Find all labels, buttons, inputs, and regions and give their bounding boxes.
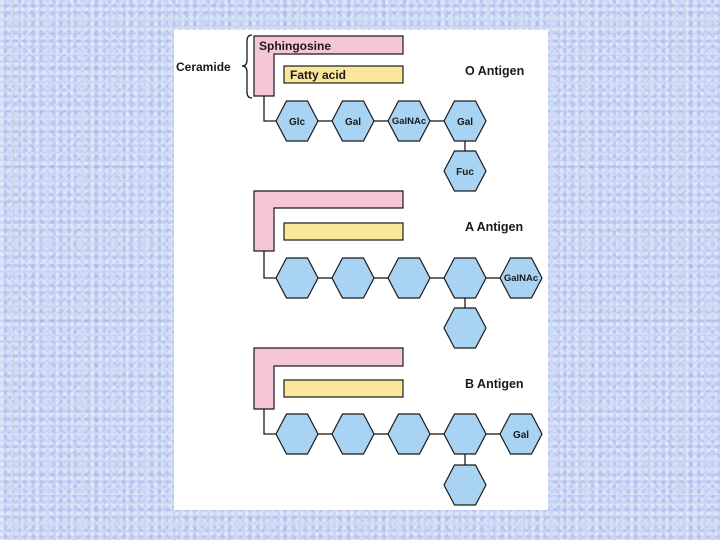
sugar-hexagon	[387, 413, 431, 455]
a-antigen-structure: A Antigen GalNAc	[253, 190, 543, 349]
sugar-galnac	[499, 257, 543, 299]
sugar-hexagon	[275, 413, 319, 455]
sugar-gal	[443, 100, 487, 142]
sugar-label: Fuc	[456, 167, 474, 178]
sugar-label: Gal	[513, 430, 529, 441]
sugar-label: Gal	[345, 117, 361, 128]
antigen-diagram: Ceramide Sphingosine Fatty acid O Antige…	[176, 34, 543, 506]
sugar-gal	[331, 100, 375, 142]
sugar-hexagon	[275, 257, 319, 299]
sugar-hexagon	[443, 307, 487, 349]
antigen-title: O Antigen	[465, 64, 524, 78]
fatty-acid-bar	[283, 379, 404, 398]
ceramide-brace	[241, 34, 253, 99]
sugar-label: GalNAc	[392, 116, 426, 127]
sugar-hexagon	[387, 257, 431, 299]
ceramide-label: Ceramide	[176, 60, 231, 74]
fatty-acid-bar	[283, 222, 404, 241]
antigen-title: B Antigen	[465, 377, 524, 391]
sugar-glc	[275, 100, 319, 142]
sugar-hexagon	[443, 413, 487, 455]
sugar-label: Glc	[289, 117, 306, 128]
sugar-gal	[499, 413, 543, 455]
sphingosine-bar	[253, 35, 404, 97]
sugar-hexagon	[443, 464, 487, 506]
antigen-title: A Antigen	[465, 220, 523, 234]
fatty-acid-bar	[283, 65, 404, 84]
sugar-hexagon	[331, 257, 375, 299]
sugar-label: GalNAc	[504, 273, 538, 284]
sphingosine-label: Sphingosine	[259, 39, 331, 53]
b-antigen-structure: B Antigen Gal	[253, 347, 543, 506]
sphingosine-bar	[253, 347, 404, 410]
linkage-line	[263, 251, 276, 279]
linkage-line	[263, 96, 276, 122]
linkage-line	[263, 409, 276, 435]
sphingosine-bar	[253, 190, 404, 252]
fatty-acid-label: Fatty acid	[290, 68, 346, 82]
o-antigen-structure: Ceramide Sphingosine Fatty acid O Antige…	[176, 34, 524, 192]
sugar-hexagon	[331, 413, 375, 455]
sugar-galnac	[387, 100, 431, 142]
sugar-hexagon	[443, 257, 487, 299]
sugar-label: Gal	[457, 117, 473, 128]
sugar-fuc	[443, 150, 487, 192]
diagram-panel: Ceramide Sphingosine Fatty acid O Antige…	[174, 30, 548, 510]
